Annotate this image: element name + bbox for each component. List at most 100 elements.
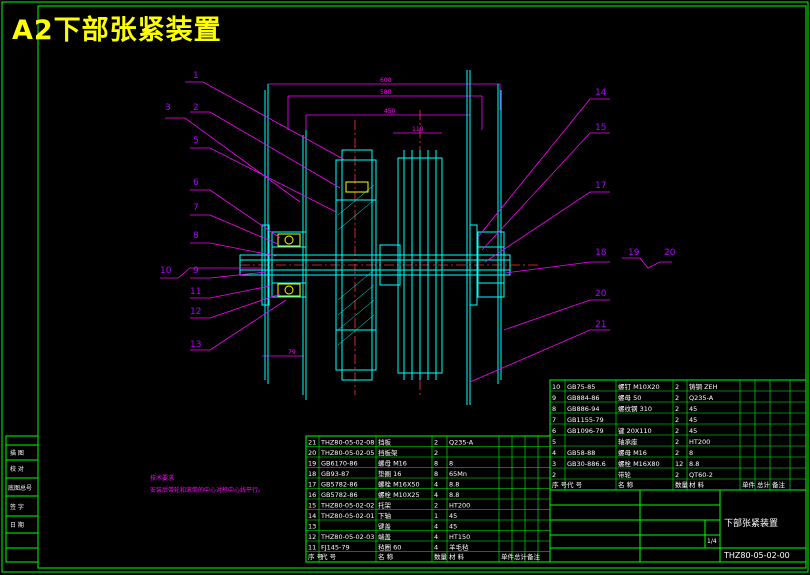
bom_left-table-header-1: 代 号: [321, 552, 337, 561]
bom_left-table-cell-name: 垫圈 16: [378, 469, 401, 478]
leader-7: 7: [193, 203, 199, 213]
bom_left-table-cell-material: HT150: [449, 533, 470, 541]
bom_right-table-cell-no: 4: [552, 449, 556, 457]
bom_right-table-cell-material: 45: [689, 416, 697, 424]
bom_right-table-cell-material: 45: [689, 427, 697, 435]
bom_right-table-cell-no: 8: [552, 405, 556, 413]
leader-10: 10: [160, 266, 172, 276]
leader-5: 5: [193, 136, 199, 146]
bom_left-table-cell-qty: 8: [434, 470, 438, 478]
bom_right-table-cell-name: 螺母 M16: [618, 448, 647, 457]
note-text: 安装后带轮和滚筒的中心对称中心线平行。: [150, 486, 264, 494]
bom_left-table-cell-no: 13: [308, 523, 316, 531]
bom_right-table-cell-material: HT200: [689, 438, 710, 446]
bom_right-table-header-7: 备注: [772, 480, 786, 489]
bom_left-table-cell-material: 45: [449, 523, 457, 531]
bom_left-table-cell-code: GB5782-86: [321, 491, 358, 499]
leader-12: 12: [190, 307, 201, 317]
bom_right-table-cell-no: 9: [552, 394, 556, 402]
bom_right-table-cell-qty: 2: [675, 427, 679, 435]
pulley-assembly: [239, 70, 511, 405]
bom_left-table-cell-no: 15: [308, 502, 316, 510]
left-label-date: 日 期: [10, 521, 24, 529]
bom_left-table-cell-qty: 2: [434, 502, 438, 510]
bom_left-table-cell-material: 8.8: [449, 491, 459, 499]
bom_left-table-cell-qty: 4: [434, 533, 438, 541]
leader-15: 15: [595, 123, 606, 133]
bom_left-table-cell-name: 托架: [378, 501, 392, 510]
bom_right-table-cell-code: GB1096-79: [567, 427, 604, 435]
bom_right-table-header-3: 数量: [675, 480, 689, 489]
leader-9: 9: [193, 266, 199, 276]
bom_right-table-cell-material: 45: [689, 405, 697, 413]
bom_right-table-cell-code: GB30-886.6: [567, 460, 606, 468]
bom_right-table-cell-name: 螺母 50: [618, 393, 641, 402]
bom_right-table-cell-qty: 2: [675, 449, 679, 457]
dim-450: 450: [384, 108, 396, 115]
bom_left-table-cell-qty: 2: [434, 449, 438, 457]
bom_left-table-cell-code: THZ80-05-02-01: [320, 512, 374, 520]
bom_left-table-cell-qty: 4: [434, 491, 438, 499]
bom_right-table-cell-qty: 12: [675, 460, 683, 468]
bom_right-table-cell-material: 8.8: [689, 460, 699, 468]
leader-1: 1: [193, 71, 199, 81]
bom_left-table-cell-qty: 8: [434, 460, 438, 468]
bom_left-table-header-0: 序 号: [308, 552, 324, 561]
bom_left-table-cell-qty: 4: [434, 481, 438, 489]
bom_right-table-header-1: 代 号: [567, 480, 583, 489]
leader-numbers: 1 3 2 5 6 7 8 10 9 11 12 13 14 15 17 18 …: [160, 71, 676, 350]
bom_left-table-header-2: 名 称: [378, 552, 394, 561]
note-heading: 技术要求: [150, 474, 174, 482]
leader-lines: [160, 81, 672, 383]
bom_left-table-cell-material: 8.8: [449, 481, 459, 489]
bom_right-table-cell-no: 6: [552, 427, 556, 435]
bom_left-table-cell-code: GB5782-86: [321, 481, 358, 489]
left-label-draw: 描 图: [10, 449, 24, 457]
bom_left-table-cell-name: 螺栓 M10X25: [378, 490, 420, 499]
bom_left-table-cell-no: 11: [308, 544, 316, 552]
centerlines: [240, 110, 540, 395]
bom_right-table-header-6: 总计: [757, 480, 771, 489]
bom_left-table-cell-qty: 2: [434, 439, 438, 447]
bom_right-table-cell-material: 8: [689, 449, 693, 457]
bom_left-table-cell-qty: 1: [434, 512, 438, 520]
dimension-texts: 600 580 450 110 79: [288, 77, 424, 356]
bom_left-table-cell-code: GB93-87: [321, 470, 349, 478]
bom_right-table-cell-name: 螺钉 M10X20: [618, 382, 660, 391]
bom_right-table-header-0: 序 号: [552, 480, 568, 489]
bom_left-table-cell-qty: 4: [434, 523, 438, 531]
bom_left-table-cell-name: 端盖: [378, 532, 392, 541]
dim-110: 110: [412, 126, 424, 133]
title-block-scale: 1/4: [707, 538, 717, 545]
bom_left-table-cell-name: 下轴: [378, 511, 392, 520]
bom_right-table-cell-material: Q235-A: [689, 394, 714, 402]
bom_left-table-cell-no: 18: [308, 470, 316, 478]
bom_left-table-cell-name: 螺母 M16: [378, 459, 407, 468]
bom_right-table-header-4: 材 料: [689, 480, 705, 489]
bom_right-table-cell-qty: 2: [675, 383, 679, 391]
leader-20a: 20: [664, 248, 676, 258]
bom_right-table-cell-material: QT60-2: [689, 471, 713, 479]
bom_left-table-cell-no: 14: [308, 512, 316, 520]
dim-600: 600: [380, 77, 392, 84]
bom_left-table-cell-name: 挡板: [378, 438, 392, 447]
leader-18: 18: [595, 248, 607, 258]
bom_left-table-header-6: 总计: [514, 552, 528, 561]
leader-17: 17: [595, 181, 606, 191]
bom_left-table-cell-no: 16: [308, 491, 316, 499]
bom_left-table-cell-code: THZ80-05-02-08: [320, 439, 374, 447]
bom_left-table-cell-name: 螺栓 M16X50: [378, 480, 420, 489]
bom_left-table-cell-material: 65Mn: [449, 470, 467, 478]
leader-6: 6: [193, 178, 199, 188]
bom_left-table-cell-material: 羊毛毡: [449, 543, 469, 552]
left-label-base: 底图总号: [8, 484, 32, 492]
leader-14: 14: [595, 88, 607, 98]
left-binding-block: [5, 435, 39, 563]
bom_right-table-cell-qty: 2: [675, 405, 679, 413]
bom_left-table-cell-material: HT200: [449, 502, 470, 510]
bom_right-table-header-2: 名 称: [618, 480, 634, 489]
